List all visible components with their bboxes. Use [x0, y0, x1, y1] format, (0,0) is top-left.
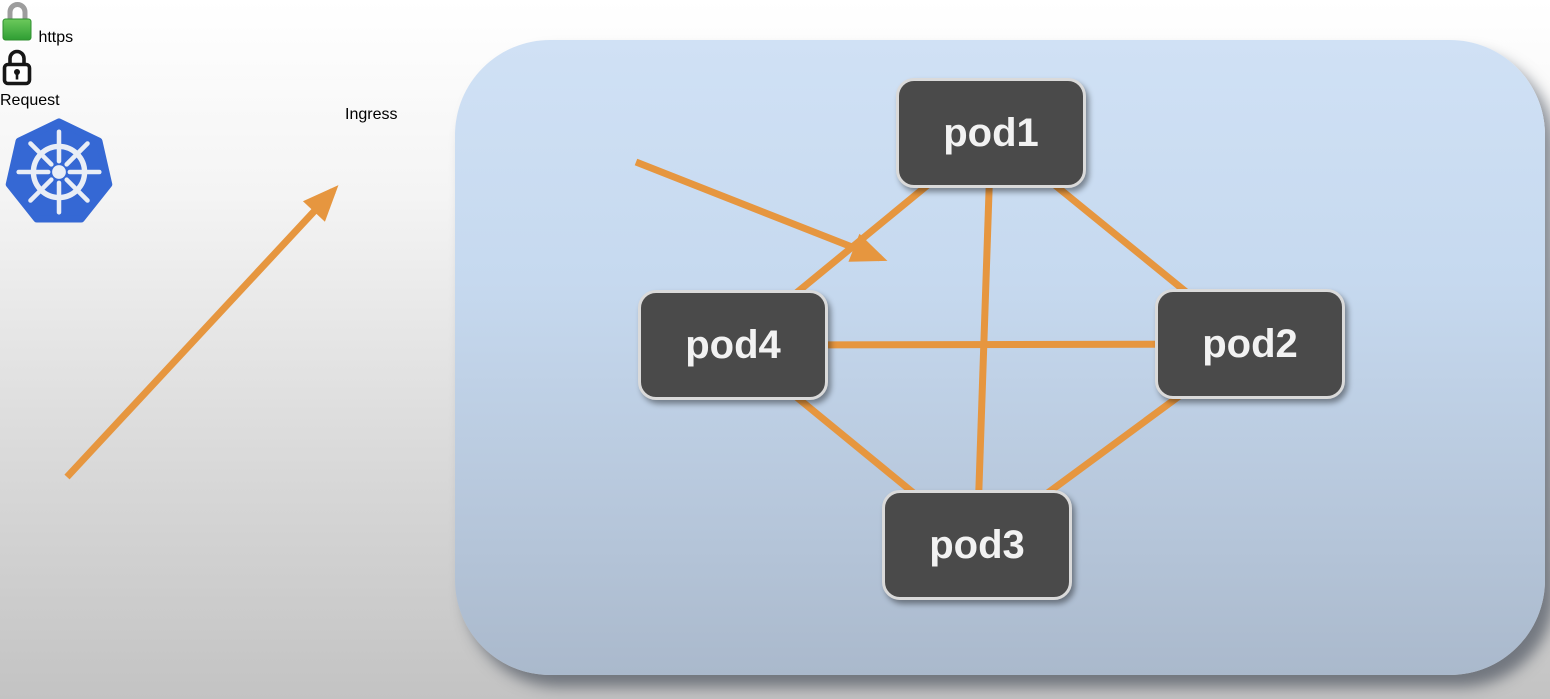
request-label: Request: [0, 92, 60, 109]
ingress-label: Ingress: [345, 106, 398, 123]
kubernetes-logo: [5, 118, 113, 223]
helm-wheel-icon: [16, 129, 102, 215]
pod-node: pod4: [638, 290, 828, 400]
pod-node: pod1: [896, 78, 1086, 188]
tls-termination-lock: [0, 47, 1550, 92]
https-label: https: [38, 29, 74, 46]
pod-label: pod3: [929, 522, 1025, 567]
request-arrow: [64, 185, 339, 480]
pod-label: pod4: [685, 322, 781, 367]
green-padlock-icon: [2, 2, 32, 41]
ingress-to-pods-arrow: [634, 158, 888, 262]
pod-label: pod1: [943, 110, 1039, 155]
pod-node: pod3: [882, 490, 1072, 600]
pod-label: pod2: [1202, 321, 1298, 366]
https-badge: https: [0, 0, 1550, 47]
padlock-icon: [2, 49, 32, 86]
pod-node: pod2: [1155, 289, 1345, 399]
edge-pod1-pod3: [973, 132, 995, 546]
ingress-node: Ingress: [345, 106, 635, 220]
